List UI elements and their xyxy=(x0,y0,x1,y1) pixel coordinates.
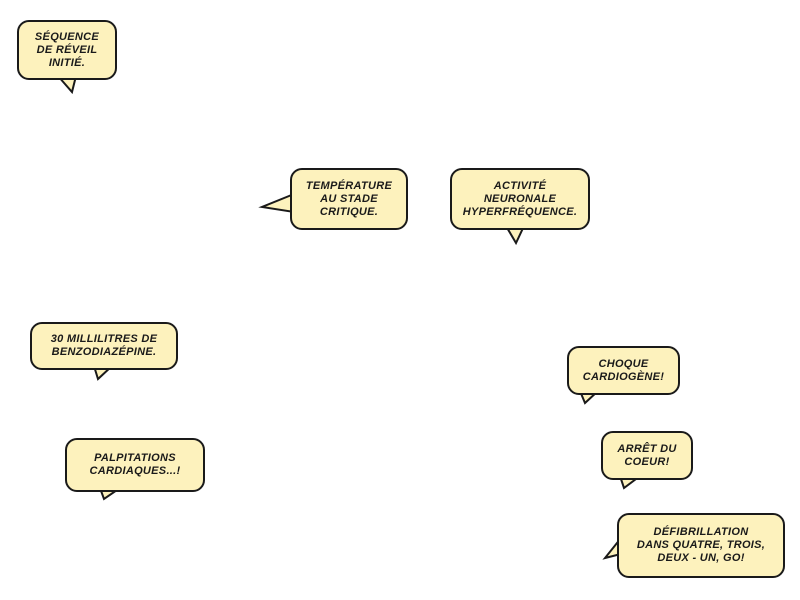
bubble-text: Défibrillation dans quatre, trois, deux … xyxy=(636,526,766,564)
speech-bubble-cardiogenic-shock: Choque cardiogène! xyxy=(567,346,680,395)
bubble-text: Activité neuronale hyperfréquence. xyxy=(462,179,578,218)
bubble-text: Arrêt du coeur! xyxy=(617,442,677,468)
speech-bubble-cardiac-arrest: Arrêt du coeur! xyxy=(601,431,693,480)
bubble-text: Choque cardiogène! xyxy=(582,357,665,383)
speech-bubble-benzodiazepine: 30 millilitres de benzodiazépine. xyxy=(30,322,178,370)
bubble-text: Température au stade critique. xyxy=(305,179,393,218)
bubble-text: Séquence de réveil initié. xyxy=(34,30,100,69)
speech-bubble-neural-activity: Activité neuronale hyperfréquence. xyxy=(450,168,590,230)
bubble-text: Palpitations cardiaques...! xyxy=(89,452,181,477)
speech-bubble-defibrillation: Défibrillation dans quatre, trois, deux … xyxy=(617,513,785,578)
speech-bubble-wake-sequence: Séquence de réveil initié. xyxy=(17,20,117,80)
speech-bubble-temperature: Température au stade critique. xyxy=(290,168,408,230)
speech-bubble-palpitations: Palpitations cardiaques...! xyxy=(65,438,205,492)
bubble-text: 30 millilitres de benzodiazépine. xyxy=(50,333,158,358)
